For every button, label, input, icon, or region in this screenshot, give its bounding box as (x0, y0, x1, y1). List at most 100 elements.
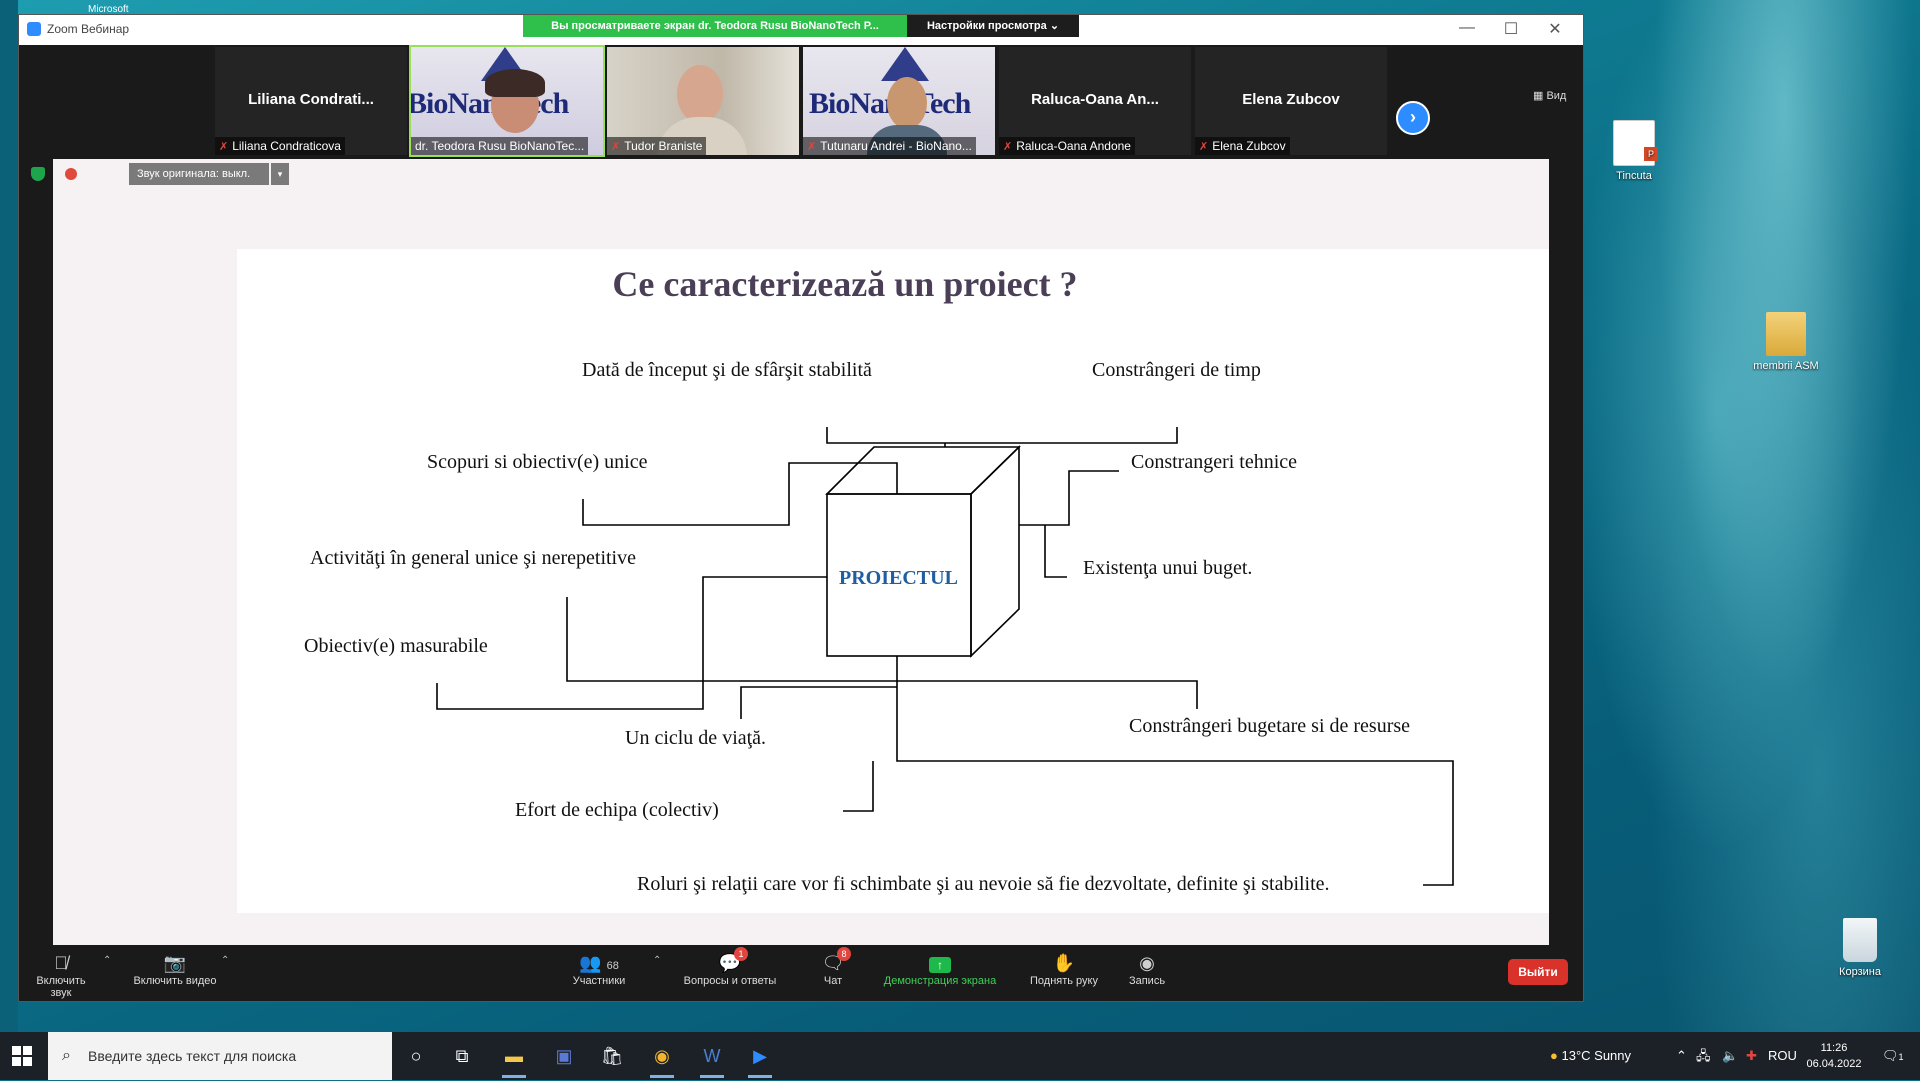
chrome-icon[interactable]: ◉ (646, 1040, 678, 1078)
zoom-taskbar-icon[interactable]: ▶ (744, 1040, 776, 1078)
desktop-icon-membrii[interactable]: membrii ASM (1746, 312, 1826, 373)
zoom-logo-icon (27, 22, 41, 36)
original-sound-button[interactable]: Звук оригинала: выкл. (129, 163, 269, 185)
recording-icon (65, 168, 77, 180)
participant-big-name: Elena Zubcov (1242, 91, 1340, 108)
minimize-button[interactable]: — (1459, 19, 1475, 36)
view-button-label: Вид (1546, 90, 1567, 102)
windows-start-button[interactable] (12, 1046, 32, 1066)
slide-item-date: Dată de început şi de sfârşit stabilită (582, 359, 872, 381)
clock-date: 06.04.2022 (1806, 1058, 1862, 1070)
slide-item-team: Efort de echipa (colectiv) (515, 799, 719, 821)
connector-roles (896, 681, 1454, 886)
search-placeholder: Введите здесь текст для поиска (88, 1048, 297, 1064)
original-sound-dropdown[interactable]: ▾ (271, 163, 289, 185)
volume-icon[interactable]: 🔈 (1722, 1048, 1739, 1063)
cortana-icon[interactable]: ○ (410, 1046, 422, 1066)
leave-button[interactable]: Выйти (1508, 959, 1568, 985)
slide-item-lifecycle: Un ciclu de viaţă. (625, 727, 767, 749)
record-button[interactable]: ◉ Запись (1117, 951, 1177, 987)
maximize-button[interactable]: ☐ (1503, 21, 1519, 38)
share-screen-icon: ↑ (875, 951, 1005, 975)
participants-options-caret[interactable]: ⌃ (653, 955, 662, 966)
taskbar-search[interactable]: ⌕ Введите здесь текст для поиска (48, 1032, 392, 1080)
cube-side (970, 445, 1020, 658)
participant-hair (485, 69, 545, 97)
participant-name-text: Raluca-Oana Andone (1016, 139, 1131, 153)
window-title: Zoom Вебинар (47, 22, 130, 36)
participants-count: 68 (606, 960, 619, 972)
desktop-icon-tincuta[interactable]: P Tincuta (1594, 120, 1674, 183)
participants-button[interactable]: 👥 68 Участники (559, 951, 639, 987)
participant-tile-active-speaker[interactable]: BioNanoTech dr. Teodora Rusu BioNanoTec.… (409, 45, 605, 157)
start-video-button[interactable]: 📷 Включить видео (129, 951, 221, 987)
mic-muted-icon: ✗ (219, 141, 229, 153)
unmute-label: Включить звук (36, 975, 86, 999)
participant-name-text: dr. Teodora Rusu BioNanoTec... (415, 139, 585, 153)
search-icon: ⌕ (62, 1047, 71, 1064)
participant-name: ✗Liliana Condraticova (215, 137, 345, 155)
qa-icon: 💬1 (675, 947, 785, 975)
view-button[interactable]: ▦ Вид (1533, 89, 1566, 102)
next-participants-button[interactable]: › (1396, 101, 1430, 135)
slide-item-budget: Existenţa unui buget. (1083, 557, 1253, 579)
share-banner: Вы просматриваете экран dr. Teodora Rusu… (523, 15, 907, 37)
participant-name-text: Tudor Braniste (624, 139, 703, 153)
bionanotech-logo-mark (881, 47, 929, 81)
participant-tile[interactable]: Elena Zubcov ✗Elena Zubcov (1195, 47, 1387, 155)
view-settings-button[interactable]: Настройки просмотра ⌄ (907, 15, 1079, 37)
qa-button[interactable]: 💬1 Вопросы и ответы (675, 947, 785, 987)
close-button[interactable]: ✕ (1548, 21, 1562, 38)
mic-muted-icon: ✗ (1199, 141, 1209, 153)
participant-tile[interactable]: ✗Tudor Braniste (607, 47, 799, 155)
file-explorer-icon[interactable]: ▬ (498, 1040, 530, 1078)
task-view-icon[interactable]: ⧉ (455, 1046, 469, 1066)
desktop-icon-recycle-bin[interactable]: Корзина (1820, 918, 1900, 979)
participant-name: ✗Elena Zubcov (1195, 137, 1290, 155)
clock[interactable]: 11:26 06.04.2022 (1806, 1040, 1862, 1072)
network-icon[interactable]: 🖧 (1696, 1048, 1711, 1063)
participant-tile[interactable]: BioNanoTech ✗Tutunaru Andrei - BioNano..… (803, 47, 995, 155)
chat-icon: 🗨8 (809, 947, 857, 975)
app-title: Zoom Вебинар (27, 22, 129, 36)
audio-options-caret[interactable]: ⌃ (103, 955, 112, 966)
video-off-icon: 📷 (163, 953, 187, 973)
participant-name-text: Tutunaru Andrei - BioNano... (820, 139, 972, 153)
connector-resources (897, 680, 1198, 709)
word-icon[interactable]: W (696, 1040, 728, 1078)
chevron-down-icon: ▾ (277, 169, 283, 179)
chat-button[interactable]: 🗨8 Чат (809, 947, 857, 987)
taskbar: ⌕ Введите здесь текст для поиска ○ ⧉ ▬ ▣… (0, 1032, 1920, 1080)
save-app-icon[interactable]: ▣ (555, 1046, 573, 1066)
shared-screen: Ce caracterizează un proiect ? (53, 159, 1549, 945)
chevron-down-icon: ⌄ (1049, 20, 1060, 32)
mic-muted-icon: ✗ (611, 141, 621, 153)
meeting-toolbar: 🎙̸ Включить звук ⌃ 📷 Включить видео ⌃ 👥 … (19, 945, 1583, 1001)
powerpoint-file-icon: P (1613, 120, 1658, 166)
slide-item-roles: Roluri şi relaţii care vor fi schimbate … (637, 873, 1330, 895)
store-icon[interactable]: 🛍 (600, 1046, 624, 1066)
connector-lifecycle (740, 686, 897, 719)
cube-label: PROIECTUL (839, 567, 958, 589)
participant-name: ✗Tudor Braniste (607, 137, 707, 155)
participant-name: ✗Raluca-Oana Andone (999, 137, 1135, 155)
share-screen-button[interactable]: ↑ Демонстрация экрана (875, 951, 1005, 987)
raise-hand-button[interactable]: ✋ Поднять руку (1019, 951, 1109, 987)
view-settings-label: Настройки просмотра (926, 20, 1047, 32)
participant-tile[interactable]: Raluca-Oana An... ✗Raluca-Oana Andone (999, 47, 1191, 155)
slide-item-goals: Scopuri si obiectiv(e) unice (427, 451, 648, 473)
participant-name: ✗Tutunaru Andrei - BioNano... (803, 137, 976, 155)
share-controls: Звук оригинала: выкл. ▾ (19, 159, 1583, 191)
start-video-label: Включить видео (133, 975, 217, 987)
video-options-caret[interactable]: ⌃ (221, 955, 230, 966)
notification-center-icon[interactable]: 🗨1 (1882, 1048, 1904, 1063)
slide-item-activities: Activităţi în general unice şi nerepetit… (310, 547, 636, 569)
language-indicator[interactable]: ROU (1768, 1048, 1797, 1063)
weather-widget[interactable]: ● 13°C Sunny (1550, 1032, 1631, 1080)
participant-name-text: Elena Zubcov (1212, 139, 1286, 153)
tray-chevron-up-icon[interactable]: ⌃ (1676, 1048, 1687, 1063)
participant-tile[interactable]: Liliana Condrati... ✗Liliana Condraticov… (215, 47, 407, 155)
raise-hand-label: Поднять руку (1030, 975, 1098, 987)
unmute-button[interactable]: 🎙̸ Включить звук (25, 951, 97, 999)
antivirus-icon[interactable]: ✚ (1746, 1048, 1757, 1063)
